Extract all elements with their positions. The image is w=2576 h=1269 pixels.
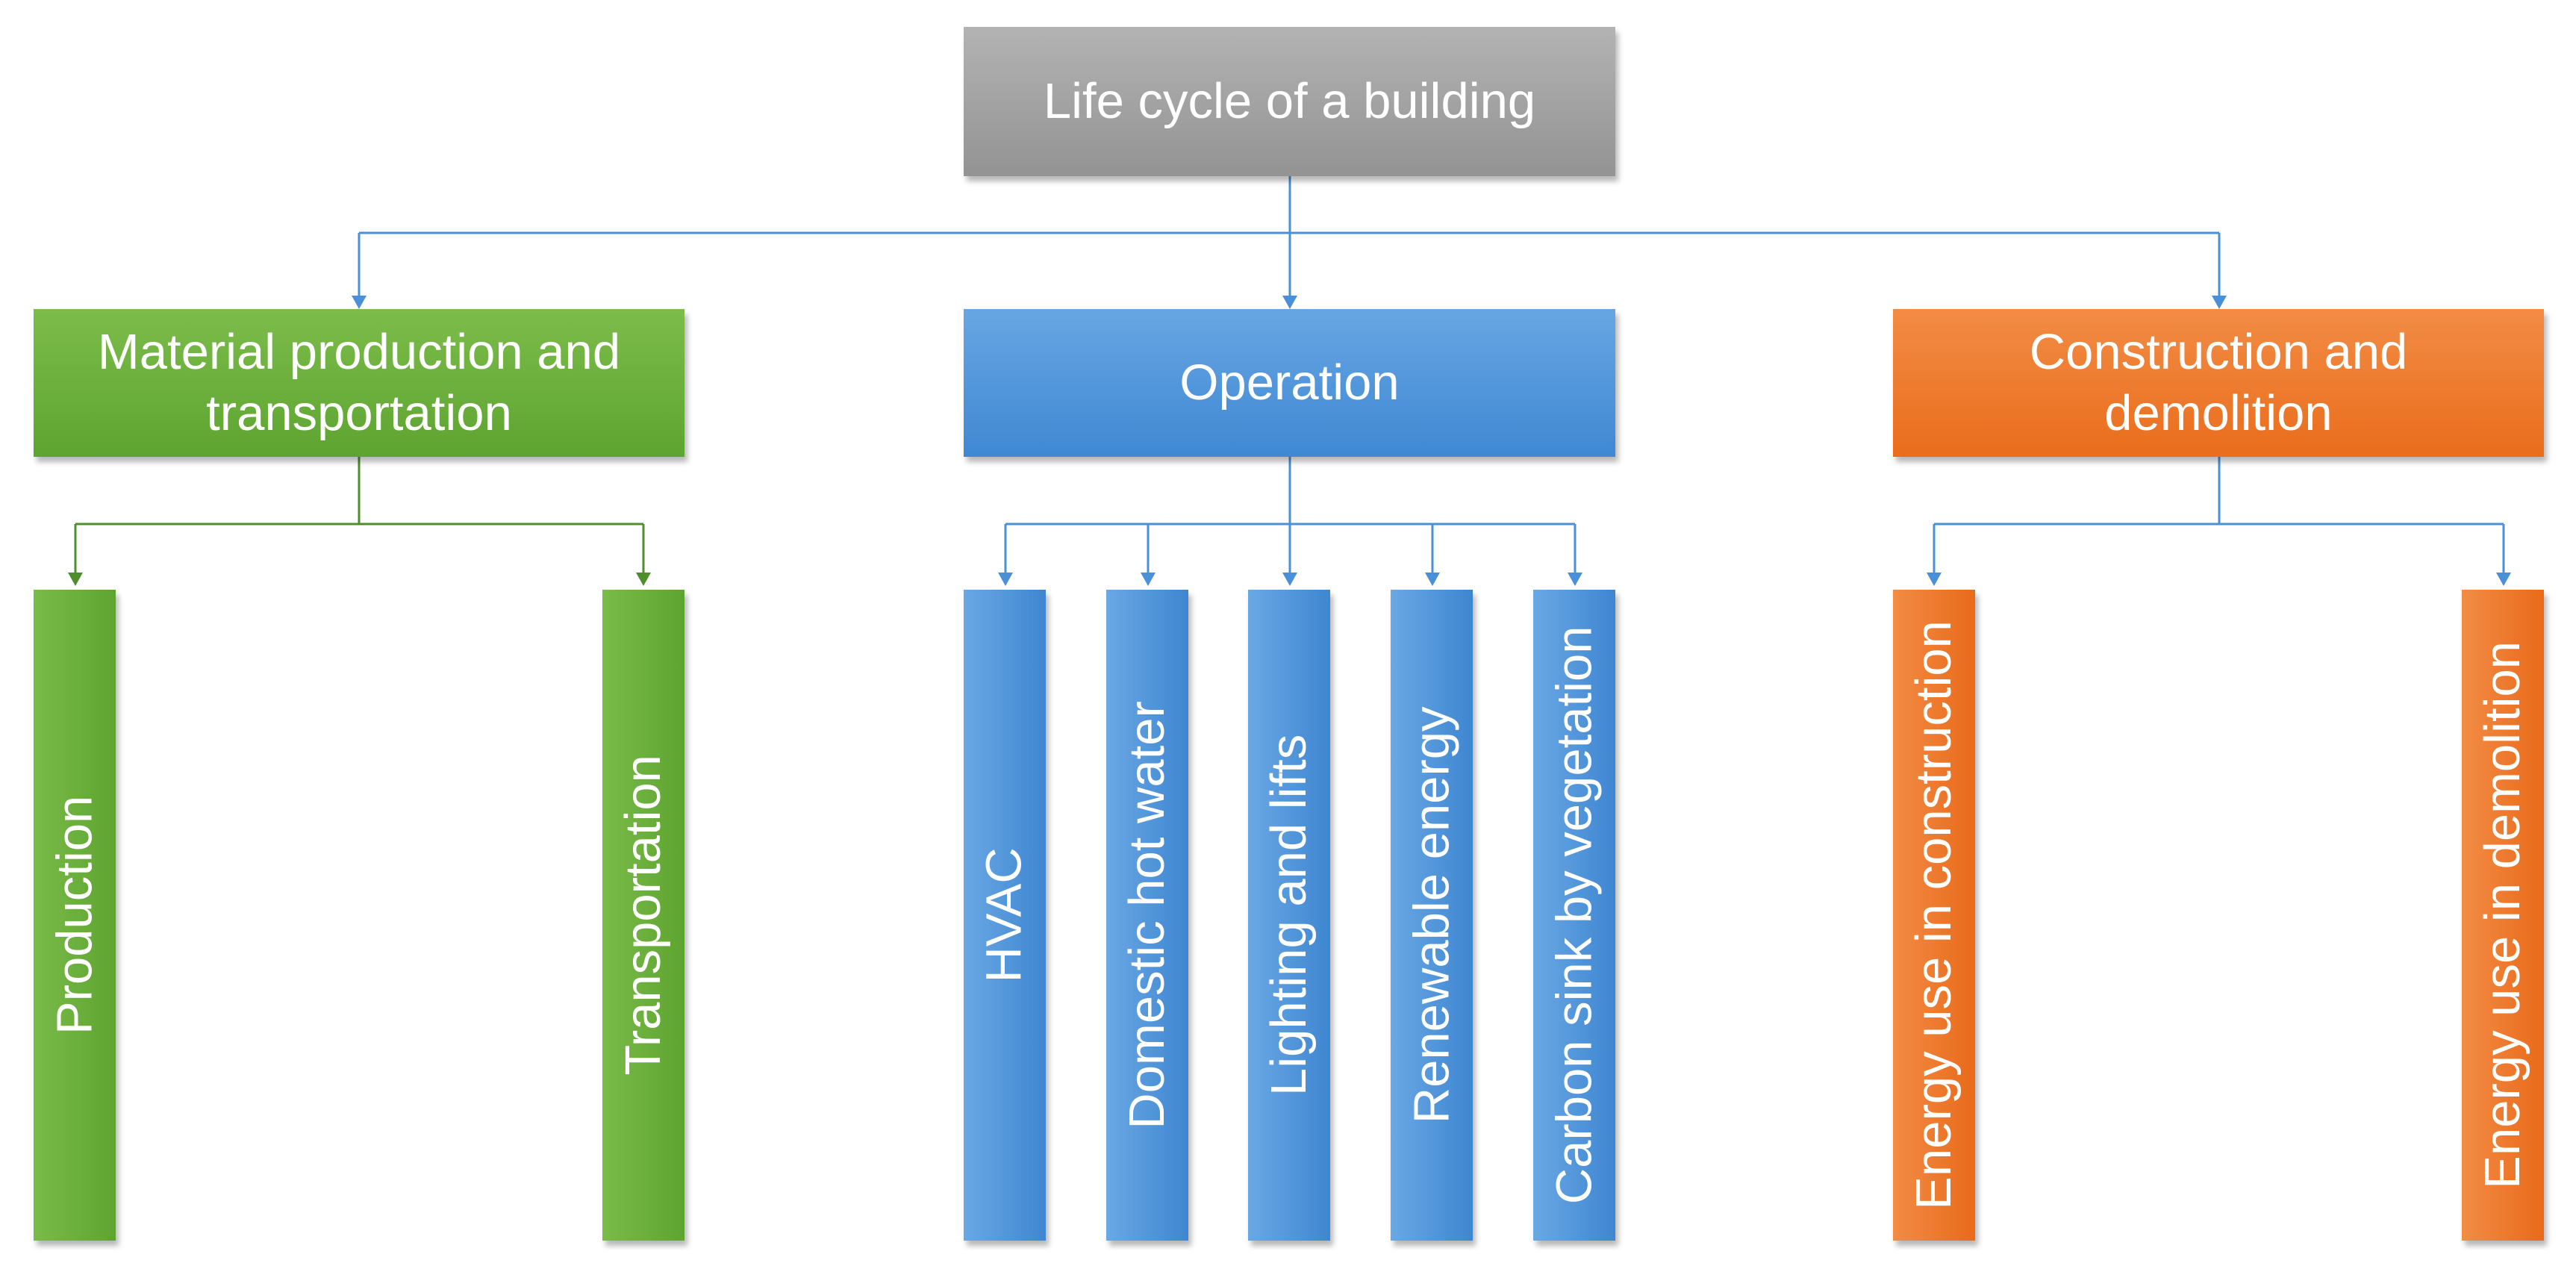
leaf-energy-construction-label: Energy use in construction [1906, 620, 1962, 1210]
arrow-material [352, 296, 367, 309]
arrow-hvac [998, 573, 1013, 586]
leaf-hvac-label: HVAC [976, 847, 1033, 983]
leaf-production-label: Production [46, 795, 103, 1035]
leaf-energy-demolition: Energy use in demolition [2462, 590, 2544, 1241]
leaf-domestic-hot-water: Domestic hot water [1106, 590, 1188, 1241]
stage-material-production: Material production and transportation [34, 309, 684, 457]
leaf-production: Production [34, 590, 116, 1241]
arrow-production [68, 573, 83, 586]
arrow-lighting [1282, 573, 1297, 586]
leaf-domestic-hot-water-label: Domestic hot water [1119, 701, 1176, 1129]
leaf-energy-construction: Energy use in construction [1893, 590, 1975, 1241]
arrow-carbon-sink [1568, 573, 1582, 586]
stage-construction-demolition: Construction and demolition [1893, 309, 2544, 457]
arrow-renewable [1425, 573, 1440, 586]
arrow-construction [2212, 296, 2227, 309]
leaf-transportation-label: Transportation [615, 755, 672, 1076]
leaf-renewable-energy: Renewable energy [1391, 590, 1473, 1241]
arrow-energy-construction [1927, 573, 1942, 586]
arrow-energy-demolition [2496, 573, 2511, 586]
leaf-hvac: HVAC [964, 590, 1046, 1241]
arrow-operation [1282, 296, 1297, 309]
root-node: Life cycle of a building [964, 27, 1615, 176]
leaf-renewable-energy-label: Renewable energy [1403, 706, 1460, 1124]
leaf-carbon-sink: Carbon sink by vegetation [1533, 590, 1615, 1241]
leaf-lighting-and-lifts-label: Lighting and lifts [1261, 734, 1317, 1097]
arrow-hot-water [1141, 573, 1156, 586]
leaf-energy-demolition-label: Energy use in demolition [2474, 641, 2531, 1189]
stage-material-label: Material production and transportation [97, 324, 621, 441]
stage-operation-label: Operation [1179, 355, 1400, 411]
stage-construction-label: Construction and demolition [2029, 324, 2408, 441]
arrow-transportation [636, 573, 651, 586]
stage-operation: Operation [964, 309, 1615, 457]
leaf-lighting-and-lifts: Lighting and lifts [1248, 590, 1330, 1241]
leaf-carbon-sink-label: Carbon sink by vegetation [1546, 626, 1603, 1205]
root-label: Life cycle of a building [1043, 73, 1536, 130]
leaf-transportation: Transportation [602, 590, 684, 1241]
